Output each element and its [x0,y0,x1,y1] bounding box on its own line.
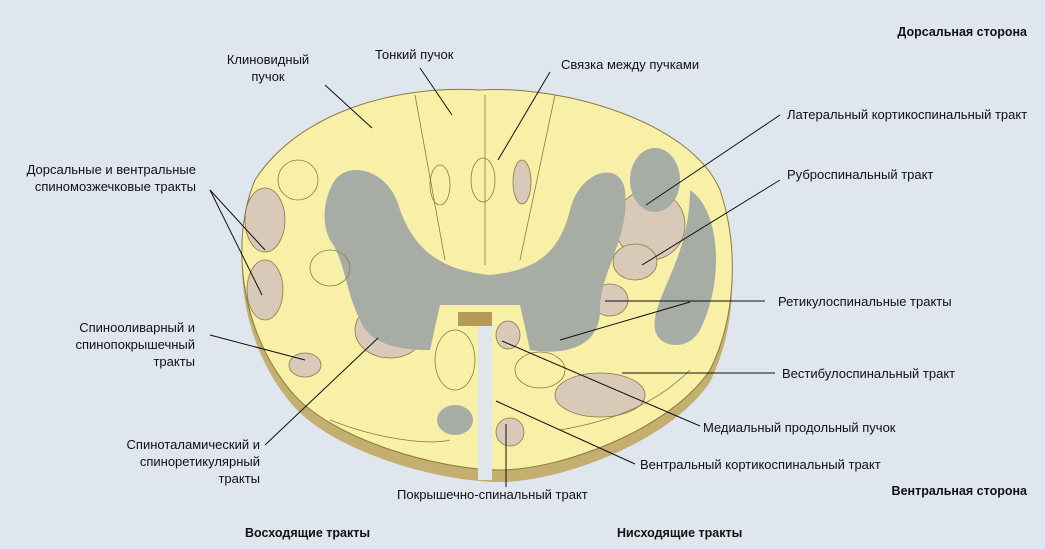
label-rubrospinal: Руброспинальный тракт [787,167,934,182]
fasciculi-outlines [277,94,691,443]
ventral-side-heading: Вентральная сторона [891,484,1027,498]
label-reticulospinal: Ретикулоспинальные тракты [778,294,952,309]
ascending-tracts-heading: Восходящие тракты [245,526,371,540]
label-spinothalamic: Спиноталамический и спиноретикулярный тр… [126,437,260,486]
label-spinocerebellar: Дорсальные и вентральные спиномозжечковы… [26,162,196,194]
label-spinoolivary: Спинооливарный и спинопокрышечный тракты [75,320,195,369]
descending-tracts-heading: Нисходящие тракты [617,526,743,540]
label-ventral-corticospinal: Вентральный кортикоспинальный тракт [640,457,881,472]
dorsal-side-heading: Дорсальная сторона [897,25,1027,39]
central-canal [458,312,492,326]
label-medial-longitudinal: Медиальный продольный пучок [703,420,896,435]
label-tectospinal: Покрышечно-спинальный тракт [397,487,588,502]
label-vestibulospinal: Вестибулоспинальный тракт [782,366,956,381]
label-gracile-fasciculus: Тонкий пучок [375,47,454,62]
leader-lines [209,67,781,487]
label-cuneate-fasciculus: Клиновидный пучок [226,52,310,84]
label-lateral-corticospinal: Латеральный кортикоспинальный тракт [787,107,1028,122]
label-commissure: Связка между пучками [561,57,700,72]
